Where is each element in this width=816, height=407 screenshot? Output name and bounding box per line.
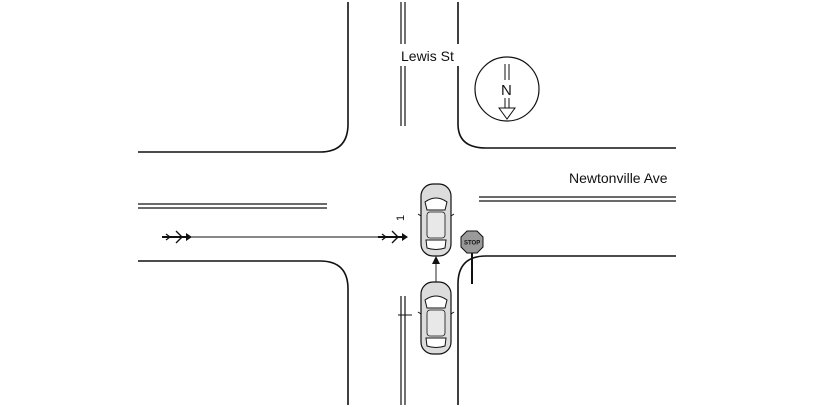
curb-ne — [457, 2, 676, 149]
aircraft-icon — [162, 230, 192, 244]
north-letter: N — [501, 82, 512, 99]
stop-sign-text: STOP — [464, 241, 480, 247]
arrow-up-icon — [432, 256, 440, 264]
marker-label: 1 — [395, 215, 407, 221]
north-arrow-icon: N — [474, 56, 540, 122]
curb-se — [457, 255, 676, 405]
street-label-newtonville: Newtonville Ave — [569, 170, 668, 186]
curb-sw — [138, 260, 349, 405]
stop-sign-icon: STOP — [460, 230, 484, 284]
street-label-lewis: Lewis St — [401, 48, 454, 64]
car-icon — [417, 183, 455, 257]
label-bg — [397, 44, 461, 66]
road-edges — [138, 2, 676, 405]
car-icon — [417, 281, 455, 355]
curb-nw — [138, 2, 349, 153]
aircraft-icon — [378, 230, 408, 244]
